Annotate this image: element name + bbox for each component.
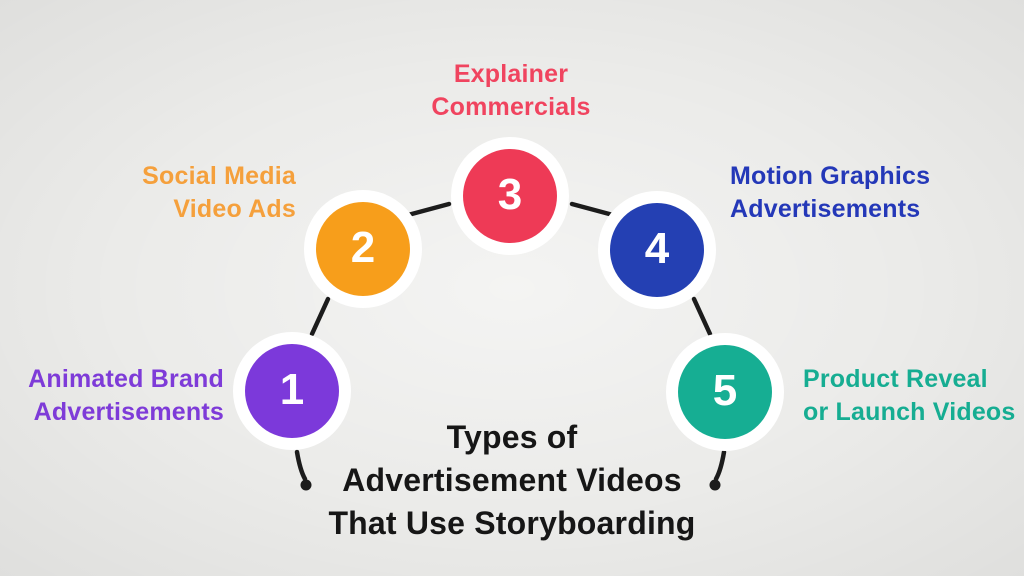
step-label-4: Motion Graphics Advertisements xyxy=(730,160,1010,226)
step-circle-4: 4 xyxy=(598,191,716,309)
step-label-2-line2: Video Ads xyxy=(173,195,296,223)
connector-line-3-4 xyxy=(569,201,616,218)
step-circle-1-fill: 1 xyxy=(245,344,339,438)
step-label-3-line2: Commercials xyxy=(431,93,591,121)
step-label-1: Animated Brand Advertisements xyxy=(0,363,224,429)
step-circle-2: 2 xyxy=(304,190,422,308)
connector-tail-left xyxy=(294,449,308,482)
step-label-1-line1: Animated Brand xyxy=(28,365,224,393)
step-label-5-line2: or Launch Videos xyxy=(803,398,1016,426)
connector-dot-right-icon xyxy=(709,479,721,491)
page-title-line3: That Use Storyboarding xyxy=(328,505,696,541)
step-number-1: 1 xyxy=(279,365,305,414)
connector-dot-left-icon xyxy=(300,479,312,491)
connector-tail-right xyxy=(713,449,727,482)
step-number-3: 3 xyxy=(497,170,523,219)
step-label-5-line1: Product Reveal xyxy=(803,365,988,393)
step-label-1-line2: Advertisements xyxy=(33,398,224,426)
step-label-3: Explainer Commercials xyxy=(361,58,661,124)
step-circle-5: 5 xyxy=(666,333,784,451)
connector-line-4-5 xyxy=(691,296,713,337)
page-title-line1: Types of xyxy=(446,419,578,455)
page-title-line2: Advertisement Videos xyxy=(342,462,682,498)
step-circle-5-fill: 5 xyxy=(678,345,772,439)
step-label-2: Social Media Video Ads xyxy=(46,160,296,226)
step-circle-4-fill: 4 xyxy=(610,203,704,297)
step-label-5: Product Reveal or Launch Videos xyxy=(803,363,1024,429)
step-circle-1: 1 xyxy=(233,332,351,450)
page-title: Types of Advertisement Videos That Use S… xyxy=(0,416,1024,545)
step-label-4-line2: Advertisements xyxy=(730,195,921,223)
step-circle-2-fill: 2 xyxy=(316,202,410,296)
step-circle-3-fill: 3 xyxy=(463,149,557,243)
step-number-4: 4 xyxy=(644,224,670,273)
step-circle-3: 3 xyxy=(451,137,569,255)
connector-line-2-3 xyxy=(405,201,452,218)
step-label-2-line1: Social Media xyxy=(142,162,296,190)
step-number-2: 2 xyxy=(350,223,376,272)
connector-line-1-2 xyxy=(309,296,331,337)
step-label-4-line1: Motion Graphics xyxy=(730,162,931,190)
step-label-3-line1: Explainer xyxy=(453,60,569,88)
step-number-5: 5 xyxy=(712,366,738,415)
